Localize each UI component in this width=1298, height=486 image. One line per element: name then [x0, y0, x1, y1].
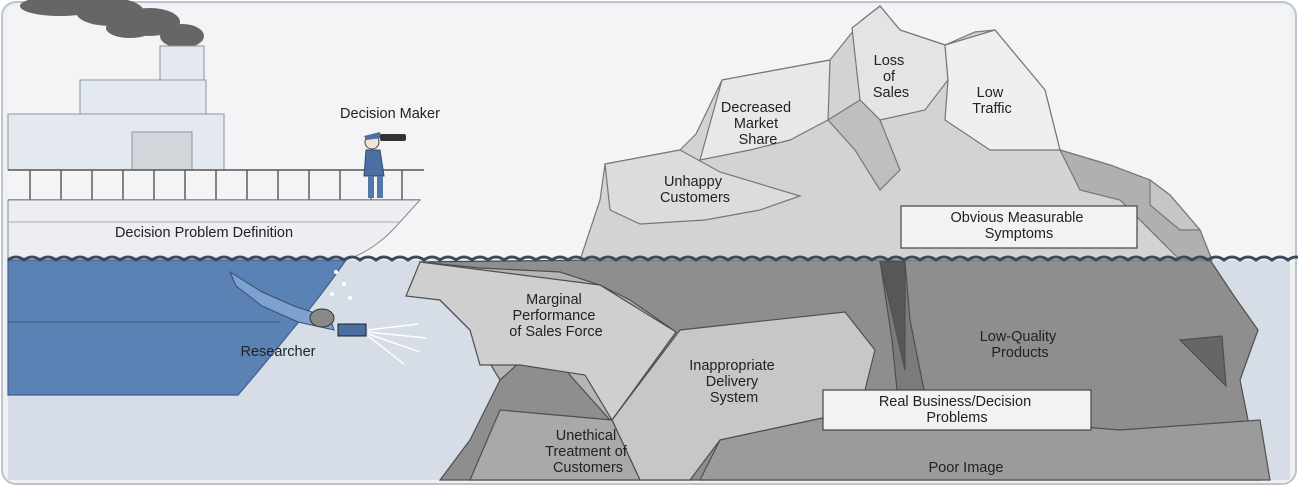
ship-railing — [29, 170, 403, 200]
unethical-treatment-label: Unethical Treatment of Customers — [545, 428, 631, 476]
unhappy-customers-label: Unhappy Customers — [660, 174, 730, 206]
ship-door — [131, 131, 193, 171]
researcher-diver-figure — [228, 270, 427, 365]
decision-maker-label: Decision Maker — [340, 106, 440, 122]
decision-maker-figure — [363, 132, 406, 198]
low-quality-products-label: Low-Quality Products — [980, 329, 1061, 361]
obvious-symptoms-box — [900, 205, 1138, 249]
poor-image-label: Poor Image — [929, 460, 1004, 476]
obvious-symptoms-label: Obvious Measurable Symptoms — [950, 210, 1087, 242]
real-problems-box — [822, 389, 1092, 431]
smokestack — [159, 45, 205, 83]
ship-label: Decision Problem Definition — [115, 225, 293, 241]
water-surface — [7, 255, 1298, 262]
inappropriate-delivery-label: Inappropriate Delivery System — [689, 358, 778, 406]
ship-upper-deck — [79, 79, 207, 115]
iceberg-above-water — [579, 5, 1213, 261]
low-traffic-label: Low Traffic — [972, 85, 1011, 117]
decreased-market-share-label: Decreased Market Share — [721, 100, 795, 148]
researcher-label: Researcher — [241, 344, 316, 360]
loss-of-sales-label: Loss of Sales — [873, 53, 909, 101]
marginal-performance-label: Marginal Performance of Sales Force — [509, 292, 603, 340]
real-problems-label: Real Business/Decision Problems — [879, 394, 1035, 426]
smoke-cloud — [20, 0, 204, 48]
